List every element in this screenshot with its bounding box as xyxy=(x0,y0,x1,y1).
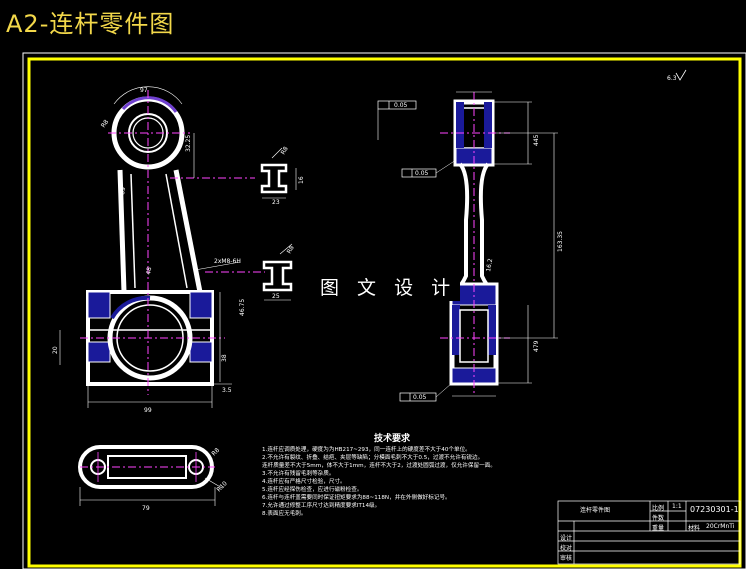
rod-side-view xyxy=(377,91,558,402)
roughness-symbol: 6.3 xyxy=(667,75,677,82)
tech-line-3: 连杆质量差不大于5mm，体不大于1mm，连杆不大于2，过渡处圆弧过渡，仅允许保留… xyxy=(262,463,496,469)
dim-r-lower: R8 xyxy=(286,244,296,255)
title-block xyxy=(557,500,741,565)
tolerance-left: 0.05 xyxy=(394,102,408,109)
dim-phi48: 48 xyxy=(145,266,153,275)
dim-445: 445 xyxy=(533,134,540,146)
tech-line-5: 4.连杆应有严格尺寸检验，尺寸。 xyxy=(262,479,346,485)
tolerance-mid: 0.05 xyxy=(415,170,429,177)
roughness-mark-icon xyxy=(675,69,687,81)
title-block-checker: 校对 xyxy=(560,545,573,552)
tech-line-1: 1.连杆应调质处理，硬度为为HB217~293，同一连杆上的硬度差不大于40个单… xyxy=(262,447,471,453)
tolerance-bottom: 0.05 xyxy=(413,394,427,401)
watermark-text: 图 文 设 计 xyxy=(316,272,461,301)
dim-99: 99 xyxy=(144,407,152,414)
section-detail-upper xyxy=(260,147,297,199)
title-block-row3: 重量 xyxy=(652,525,665,532)
outer-frame xyxy=(22,52,746,569)
title-block-approver: 审核 xyxy=(560,555,573,562)
dim-16-2: 16.2 xyxy=(485,258,494,273)
dim-r8-cap: R8 xyxy=(210,447,221,458)
dim-46-75: 46.75 xyxy=(239,299,246,316)
tech-line-4: 3.不允许有残留毛刺等杂质。 xyxy=(262,471,335,477)
title-block-row4: 材料 xyxy=(688,525,701,532)
rod-front-view xyxy=(59,86,265,408)
dim-163: 163.35 xyxy=(557,231,564,252)
dim-479: 479 xyxy=(533,340,540,352)
dim-32-25: 32.25 xyxy=(185,135,192,152)
title-block-row2: 件数 xyxy=(652,515,665,522)
tech-line-9: 8.表面应无毛刺。 xyxy=(262,511,307,517)
dim-38: 38 xyxy=(221,354,228,362)
title-block-designer: 设计 xyxy=(560,535,573,542)
title-block-row1: 比例 xyxy=(652,505,665,512)
dim-3-5: 3.5 xyxy=(222,387,232,394)
dim-r10: R10 xyxy=(215,480,228,493)
dim-79: 79 xyxy=(142,505,150,512)
dim-23: 23 xyxy=(272,199,280,206)
tech-line-6: 5.连杆应经探伤检查，应进行磁粉检查。 xyxy=(262,487,363,493)
title-block-material: 20CrMnTi xyxy=(706,523,735,530)
dim-phi89: 89 xyxy=(119,186,127,195)
title-block-part-name: 连杆零件图 xyxy=(580,507,611,514)
tech-line-2: 2.不允许有裂纹、折叠、结疤、夹层等缺陷；分模面毛刺不大于0.5，过渡不允许有锐… xyxy=(262,455,484,461)
inner-frame xyxy=(27,57,742,568)
tech-line-8: 7.允许通过修整工序尺寸达到精度要求IT14级。 xyxy=(262,503,381,509)
title-block-scale: 1:1 xyxy=(672,503,682,510)
title-block-drawing-no: 07230301-1 xyxy=(690,505,739,514)
dim-16: 16 xyxy=(298,176,305,184)
dim-25: 25 xyxy=(272,293,280,300)
section-detail-lower xyxy=(262,243,293,301)
tech-line-7: 6.连杆与连杆盖需要同时保证扭矩要求为88~118N，并在外侧做好标记号。 xyxy=(262,495,451,501)
dim-20: 20 xyxy=(52,346,59,354)
dim-thread: 2xM8-6H xyxy=(214,258,241,265)
cap-plan-view xyxy=(78,445,223,506)
dim-phi97: 97 xyxy=(140,87,148,94)
page-title: A2-连杆零件图 xyxy=(6,10,175,38)
dim-r-upper: R8 xyxy=(280,145,290,156)
dim-r8: R8 xyxy=(100,118,110,129)
tech-requirements-title: 技术要求 xyxy=(374,434,411,444)
